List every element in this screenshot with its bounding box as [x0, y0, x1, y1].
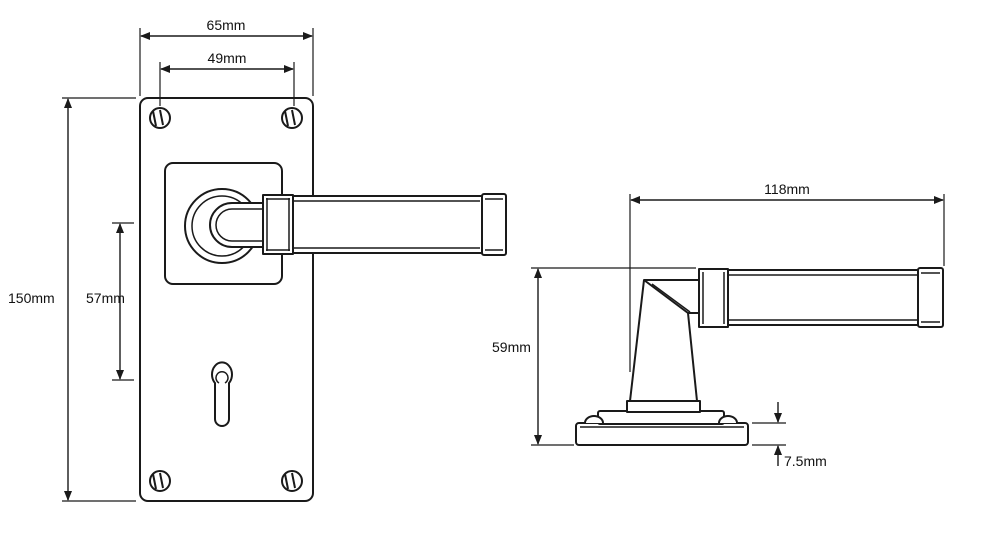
- front-view: [139, 97, 507, 502]
- side-neck: [629, 279, 701, 402]
- lever-side: [698, 267, 944, 328]
- screw-icon: [718, 415, 738, 424]
- screw-icon: [149, 470, 171, 492]
- round-boss: [184, 188, 269, 264]
- keyhole-icon: [211, 361, 233, 427]
- side-view: [575, 267, 944, 446]
- side-dimensions: 118mm 59mm 7.5mm: [492, 181, 945, 469]
- screw-icon: [149, 107, 171, 129]
- lever-to-keyhole-label: 57mm: [86, 290, 125, 306]
- backplate: [139, 97, 314, 502]
- plate-width-label: 65mm: [207, 17, 246, 33]
- screw-icon: [281, 107, 303, 129]
- screw-icon: [584, 415, 604, 424]
- screw-spacing-label: 49mm: [208, 50, 247, 66]
- screw-icon: [281, 470, 303, 492]
- plate-height-label: 150mm: [8, 290, 55, 306]
- rose-thickness-label: 7.5mm: [784, 453, 827, 469]
- front-dimensions: 65mm 49mm 150mm 57mm: [8, 17, 314, 502]
- projection-label: 59mm: [492, 339, 531, 355]
- lever-length-label: 118mm: [764, 181, 810, 197]
- lever-front: [262, 193, 507, 256]
